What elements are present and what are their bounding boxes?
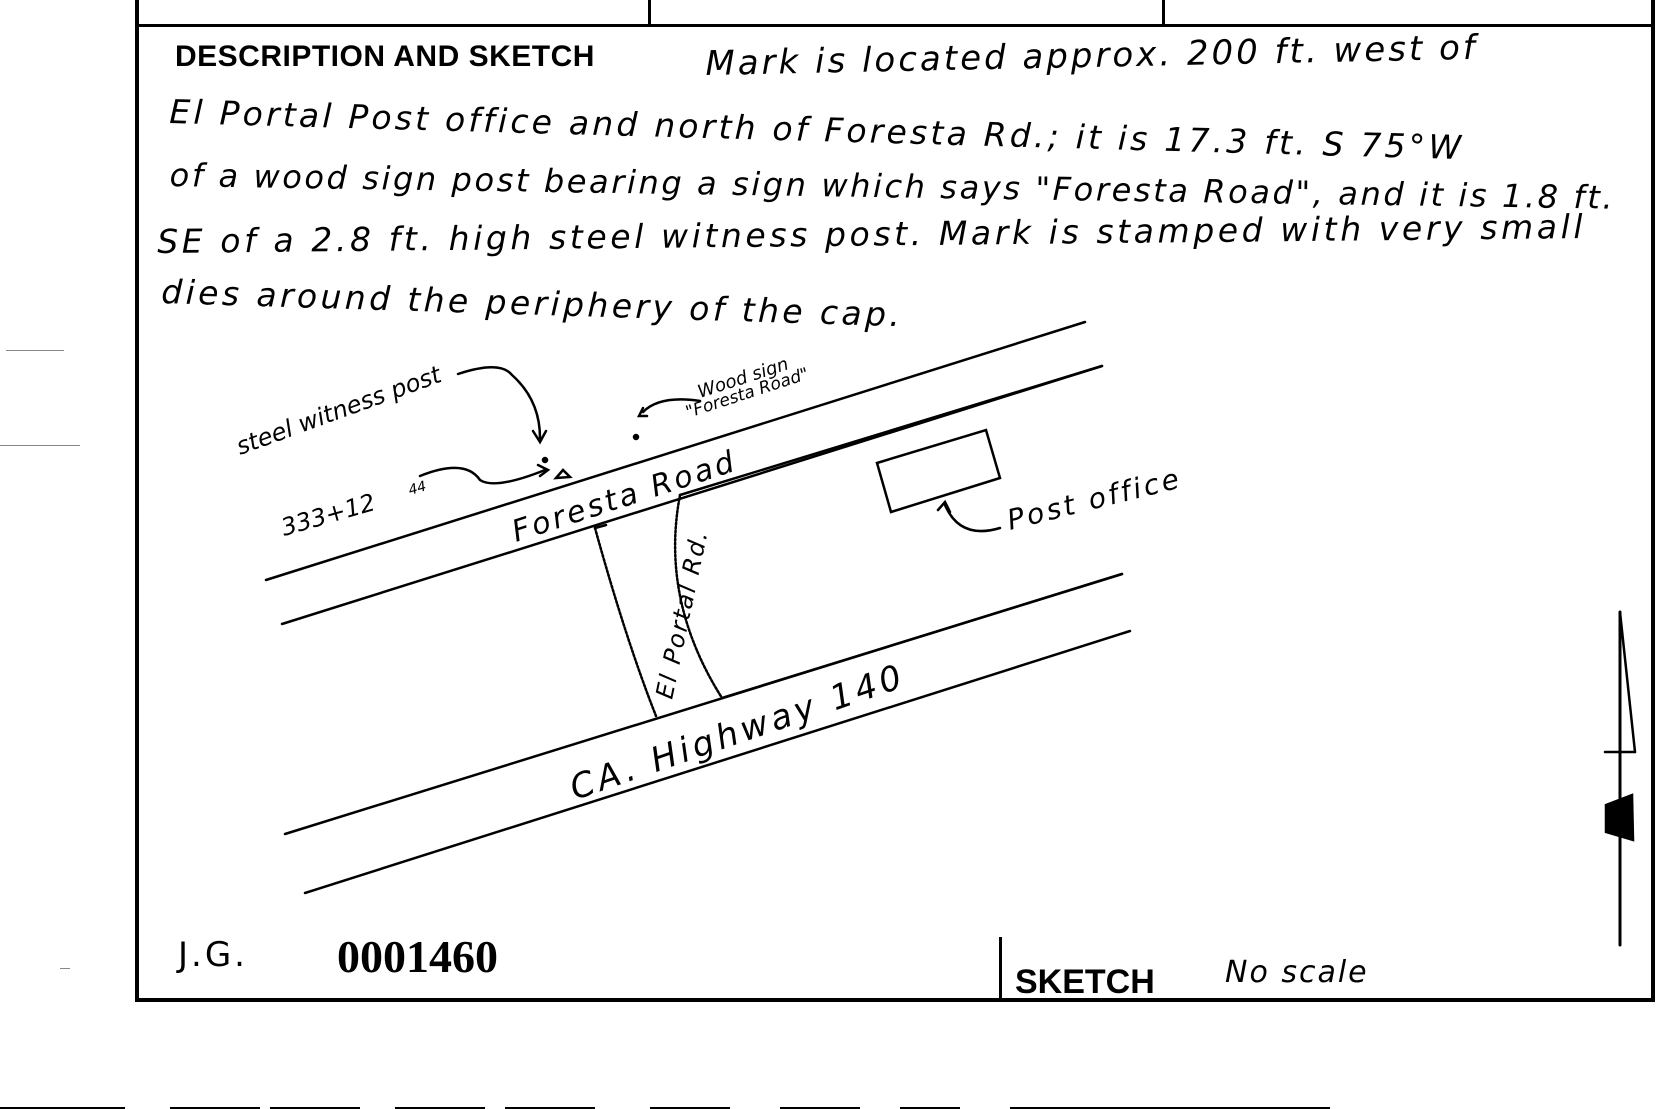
top-row-divider-line — [135, 24, 1655, 27]
wood-sign-arrowhead — [636, 406, 649, 418]
north-arrow-head-side — [1618, 610, 1637, 754]
surveyor-initials: J.G. — [178, 935, 248, 975]
label-el-portal-rd: El Portal Rd. — [650, 527, 713, 701]
el-portal-rd-west-curb — [593, 526, 658, 718]
post-office-arrowhead — [936, 499, 952, 514]
bottom-rule — [505, 1107, 595, 1109]
label-post-office: Post office — [1004, 462, 1185, 537]
bottom-rule — [900, 1107, 960, 1109]
highway-south-edge — [303, 629, 1132, 895]
bottom-rule — [650, 1107, 730, 1109]
bottom-rule — [0, 1107, 125, 1109]
top-cell-divider — [648, 0, 651, 24]
bottom-rule — [395, 1107, 485, 1109]
highway-north-edge-east — [720, 572, 1124, 700]
foresta-road-south-edge-east — [678, 364, 1104, 497]
sketch-label-divider — [999, 937, 1002, 1002]
station-arrowhead — [536, 463, 551, 478]
pid-number: 0001460 — [337, 931, 498, 982]
sketch-label: SKETCH — [1015, 963, 1155, 1001]
benchmark-triangle — [553, 468, 573, 480]
label-station: 333+12 — [278, 488, 378, 542]
north-arrow-n-mark — [1604, 793, 1635, 842]
witness-post-arrowhead — [531, 429, 548, 445]
label-steel-witness-post: steel witness post — [232, 360, 446, 461]
label-highway: CA. Highway 140 — [565, 656, 911, 808]
post-office-leader — [943, 503, 1002, 533]
station-leader — [418, 466, 547, 485]
post-office-building — [875, 428, 1002, 514]
bottom-rule — [170, 1107, 260, 1109]
el-portal-rd-west-return — [593, 523, 608, 530]
scale-note: No scale — [1225, 955, 1369, 990]
bottom-rule — [270, 1107, 360, 1109]
witness-post-dot — [541, 456, 549, 464]
wood-sign-leader — [641, 398, 702, 414]
wood-sign-dot — [632, 433, 640, 441]
description-sketch-box — [135, 0, 1655, 1002]
margin-mark — [6, 350, 64, 351]
foresta-road-north-edge — [264, 320, 1087, 582]
el-portal-rd-east-curb — [673, 493, 724, 700]
margin-mark — [60, 968, 70, 969]
witness-post-leader — [456, 366, 542, 440]
section-heading: DESCRIPTION AND SKETCH — [175, 40, 595, 73]
top-cell-divider — [1162, 0, 1165, 24]
bottom-rule — [780, 1107, 860, 1109]
bottom-rule — [1010, 1107, 1330, 1109]
label-station-superscript: 44 — [407, 479, 429, 499]
margin-mark — [0, 445, 80, 446]
